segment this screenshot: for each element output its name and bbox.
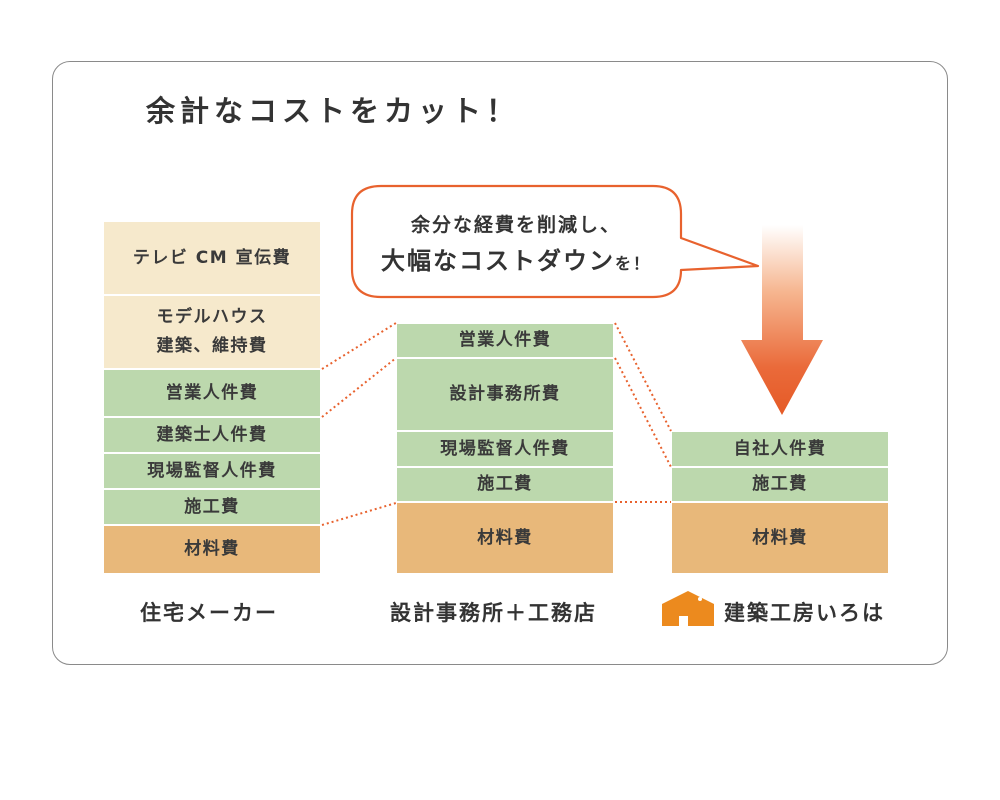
block-materials: 材料費 [397, 503, 613, 573]
block-construction: 施工費 [104, 490, 320, 524]
block-architect-labor: 建築士人件費 [104, 418, 320, 452]
block-label: 施工費 [184, 496, 240, 517]
connector-line [614, 322, 672, 432]
block-design-office: 設計事務所費 [397, 359, 613, 430]
block-label: 材料費 [184, 539, 240, 560]
column-label: 建築工房いろは [724, 601, 885, 625]
block-label: 設計事務所費 [449, 384, 561, 405]
connector-line [321, 502, 397, 526]
page-title: 余計なコストをカット！ [146, 94, 521, 128]
connector-line [321, 357, 397, 418]
block-label: 建築、維持費 [156, 336, 268, 356]
connector-line [321, 322, 397, 370]
block-construction: 施工費 [397, 468, 613, 501]
column-label: 設計事務所＋工務店 [390, 601, 597, 625]
callout-line-2: 大幅なコストダウンを！ [352, 241, 680, 276]
block-materials: 材料費 [672, 503, 888, 573]
block-site-supervisor-labor: 現場監督人件費 [104, 454, 320, 488]
connector-line [614, 357, 672, 468]
block-label: モデルハウス [156, 307, 268, 328]
block-label: 営業人件費 [165, 382, 259, 403]
callout-suffix: を！ [614, 254, 651, 273]
block-sales-labor: 営業人件費 [104, 370, 320, 416]
block-label: テレビ CM 宣伝費 [132, 247, 292, 268]
block-construction: 施工費 [672, 468, 888, 501]
block-label: 材料費 [752, 527, 808, 548]
block-label: 材料費 [477, 527, 533, 548]
block-label: 現場監督人件費 [147, 460, 277, 481]
block-own-labor: 自社人件費 [672, 432, 888, 466]
house-logo-icon [662, 591, 714, 626]
block-site-supervisor-labor: 現場監督人件費 [397, 432, 613, 466]
block-tv-cm: テレビ CM 宣伝費 [104, 222, 320, 294]
callout-emphasis: 大幅なコストダウン [380, 247, 615, 275]
block-materials: 材料費 [104, 526, 320, 573]
block-label: 施工費 [752, 474, 808, 495]
callout-line-1: 余分な経費を削減し、 [410, 214, 621, 236]
block-label: 施工費 [477, 474, 533, 495]
callout-bubble [350, 184, 760, 299]
block-label: 自社人件費 [733, 438, 827, 459]
down-arrow-icon [741, 225, 823, 415]
block-label: 建築士人件費 [156, 424, 268, 445]
block-model-house: モデルハウス 建築、維持費 [104, 296, 320, 368]
column-label: 住宅メーカー [140, 601, 278, 625]
block-label: 営業人件費 [458, 330, 552, 351]
block-sales-labor: 営業人件費 [397, 324, 613, 357]
block-label: 現場監督人件費 [440, 438, 570, 459]
